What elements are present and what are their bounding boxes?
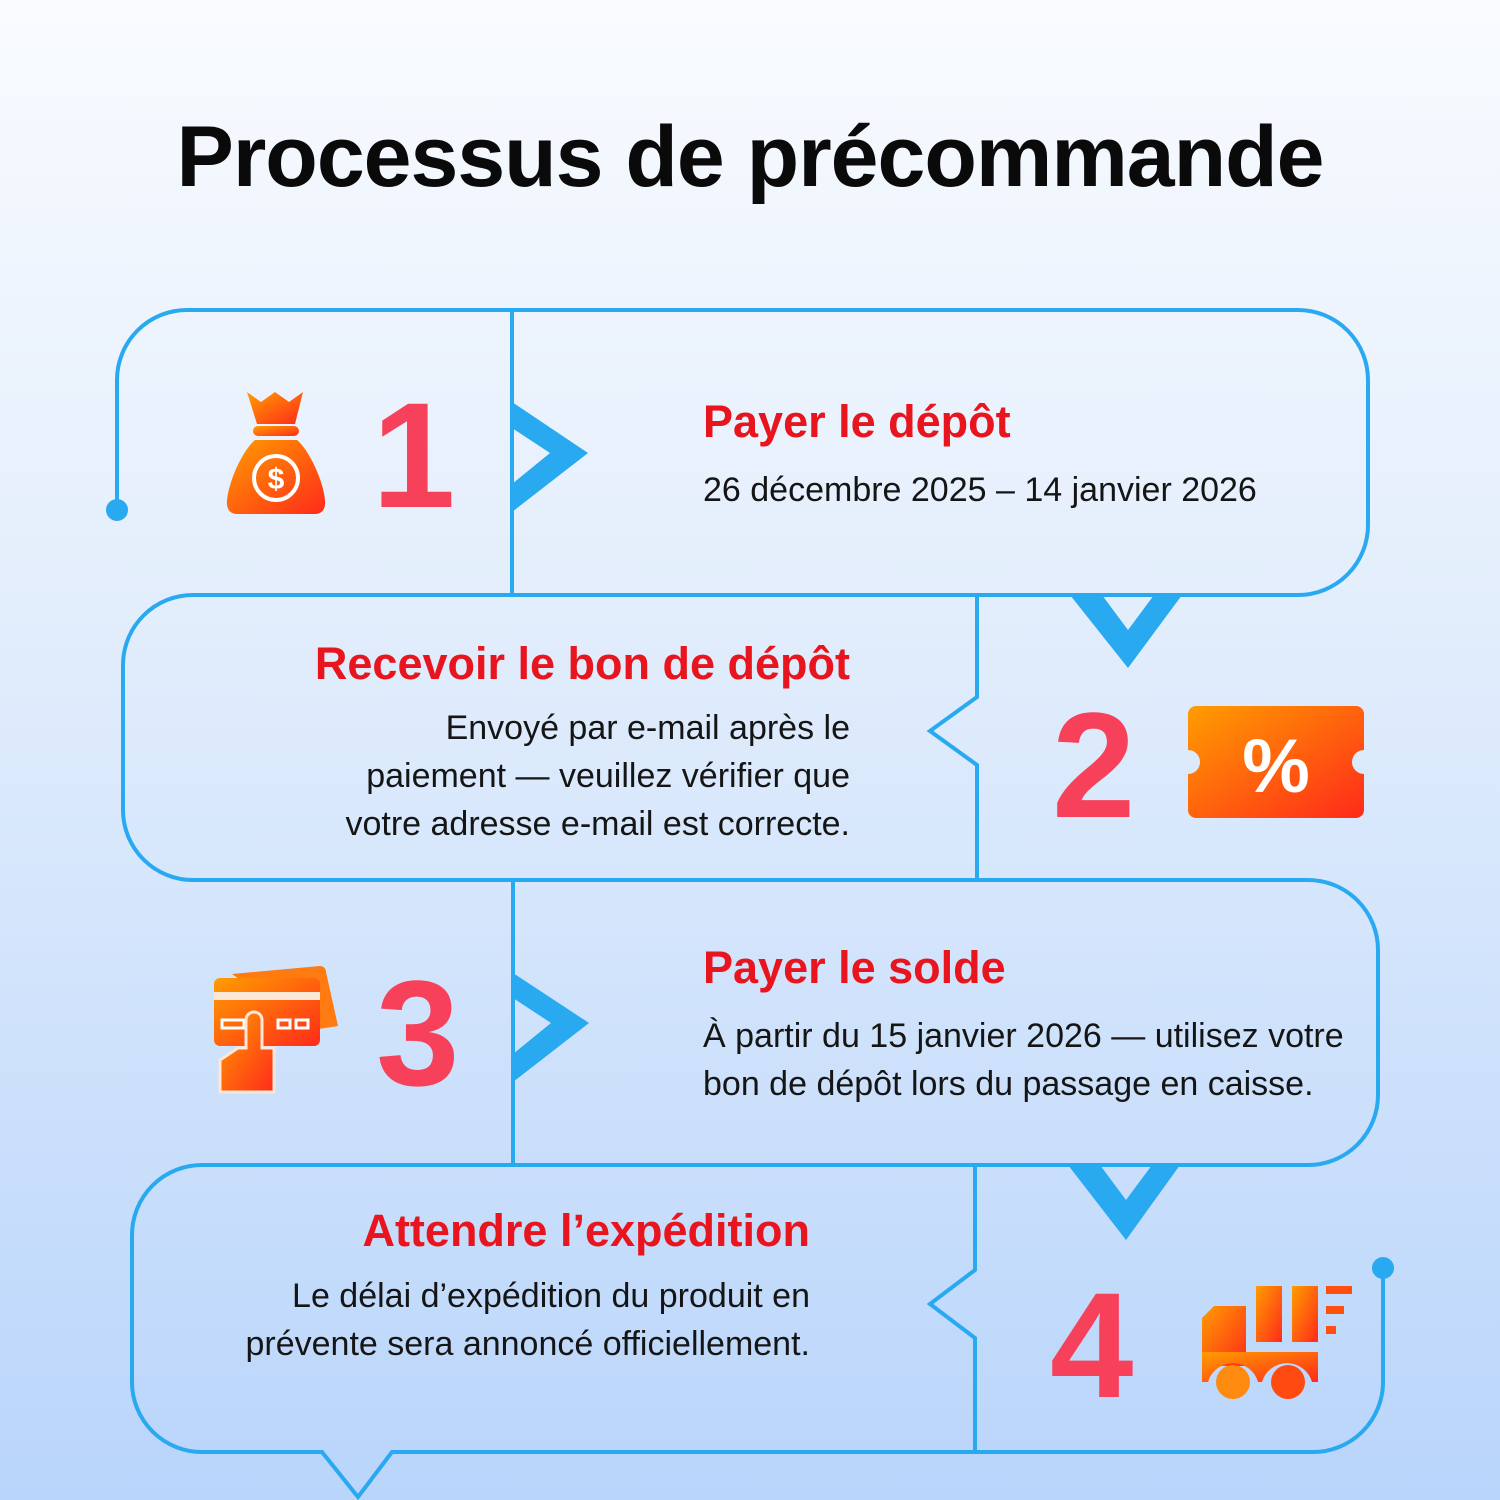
step-body: À partir du 15 janvier 2026 — utilisez v…	[703, 1012, 1344, 1108]
card-payment-icon	[214, 966, 338, 1094]
body-line: paiement — veuillez vérifier que	[366, 757, 850, 795]
step-title: Recevoir le bon de dépôt	[314, 638, 850, 689]
body-line: Le délai d’expédition du produit en	[292, 1277, 810, 1315]
step-number: 1	[372, 371, 456, 539]
svg-text:$: $	[268, 463, 285, 496]
chevron-right-icon	[512, 402, 588, 512]
body-line: bon de dépôt lors du passage en caisse.	[703, 1065, 1314, 1103]
body-line: votre adresse e-mail est correcte.	[345, 805, 850, 843]
percent-text: %	[1242, 724, 1310, 809]
step-body: Le délai d’expédition du produit en prév…	[245, 1272, 810, 1368]
chevron-right-icon	[513, 973, 589, 1082]
end-dot	[1372, 1257, 1394, 1279]
money-bag-icon: $	[226, 392, 326, 514]
body-line: prévente sera annoncé officiellement.	[245, 1325, 810, 1363]
step-number: 2	[1052, 681, 1136, 849]
step-body: 26 décembre 2025 – 14 janvier 2026	[703, 471, 1257, 509]
step-title: Payer le solde	[703, 942, 1006, 993]
body-line: Envoyé par e-mail après le	[445, 709, 850, 747]
body-line: À partir du 15 janvier 2026 — utilisez v…	[703, 1017, 1344, 1055]
step-number: 3	[376, 949, 460, 1117]
chevron-down-icon	[1070, 595, 1182, 668]
step-number: 4	[1050, 1261, 1134, 1429]
coupon-percent-icon: %	[1188, 706, 1364, 818]
start-dot	[106, 499, 128, 521]
chevron-down-icon	[1068, 1165, 1180, 1240]
step-body: Envoyé par e-mail après le paiement — ve…	[345, 704, 850, 848]
delivery-truck-icon	[1202, 1286, 1352, 1399]
page-title: Processus de précommande	[176, 109, 1324, 205]
step-title: Payer le dépôt	[703, 396, 1011, 447]
step-title: Attendre l’expédition	[362, 1205, 810, 1256]
